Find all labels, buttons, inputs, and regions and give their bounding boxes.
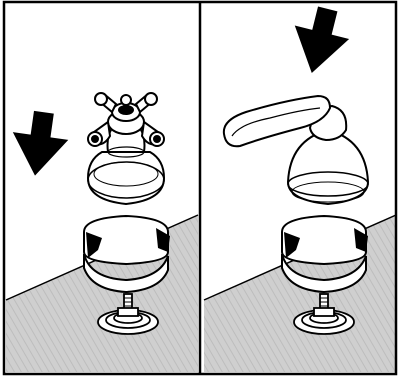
cross-handle-icon <box>86 92 166 206</box>
lever-handle-icon <box>222 94 370 206</box>
valve-stem-icon <box>293 293 355 335</box>
rotation-arrow-icon <box>281 214 368 294</box>
panel-right <box>202 2 397 374</box>
rotation-arrow-icon <box>83 214 170 294</box>
down-arrow-icon <box>12 110 69 176</box>
valve-stem-icon <box>97 293 159 335</box>
down-arrow-icon <box>294 6 350 73</box>
panel-left <box>4 2 199 374</box>
